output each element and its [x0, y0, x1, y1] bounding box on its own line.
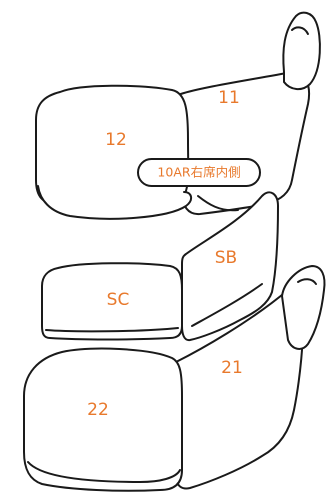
headrest-21	[281, 265, 326, 350]
bottom-seat-group	[23, 265, 326, 492]
seat-label-21: 21	[221, 358, 243, 378]
top-seat-group	[35, 11, 321, 220]
seat-label-22: 22	[87, 400, 109, 420]
seat-cushion-22	[23, 347, 183, 492]
seatback-11	[177, 70, 310, 216]
seat-label-sc: SC	[107, 290, 130, 310]
callout-label: 10AR右席内側	[157, 165, 240, 180]
seat-cushion-sc	[41, 262, 183, 341]
middle-seat-group	[41, 191, 279, 342]
seat-label-12: 12	[105, 130, 127, 150]
seatback-11-base	[197, 195, 239, 212]
headrest-11	[282, 11, 321, 90]
seat-callout: 10AR右席内側	[137, 158, 261, 187]
seat-cushion-12-front	[37, 185, 192, 220]
seat-cushion-22-front	[27, 461, 181, 483]
headrest-11-seam	[291, 26, 309, 35]
seat-label-sb: SB	[215, 248, 237, 268]
callout-box	[137, 158, 261, 187]
headrest-21-seam	[297, 278, 317, 285]
seat-cushion-sc-front	[45, 327, 179, 333]
seatback-sb-seam	[191, 283, 263, 327]
seat-label-11: 11	[218, 88, 240, 108]
